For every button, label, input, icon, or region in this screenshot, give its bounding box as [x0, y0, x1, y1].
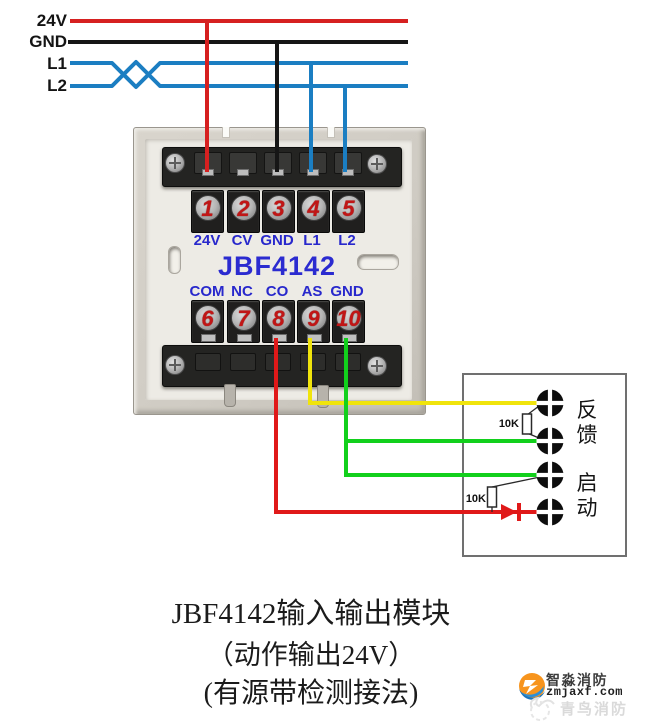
- screw-top-left: [165, 153, 185, 173]
- caption-subtitle-1: （动作输出24V）: [206, 640, 416, 670]
- terminal-label-nc: NC: [231, 283, 253, 300]
- terminal-label-cv: CV: [231, 232, 253, 249]
- terminal-number: 3: [272, 196, 285, 221]
- terminal-label-com: COM: [189, 283, 225, 300]
- terminal-contact: [237, 334, 252, 342]
- terminal-label-co: CO: [265, 283, 289, 300]
- bus-label-l1: L1: [47, 54, 67, 73]
- module-model-text: JBF4142: [217, 251, 337, 281]
- brand-site: zmjaxf.com: [546, 685, 624, 699]
- terminal-label-l1: L1: [303, 232, 321, 249]
- terminal-number: 2: [237, 196, 250, 221]
- terminal-screw: [301, 195, 327, 221]
- top-connector-pin-3: [272, 169, 284, 176]
- terminal-screw: [195, 195, 221, 221]
- terminal-contact: [342, 334, 357, 342]
- terminal-number: 1: [201, 196, 214, 221]
- terminal-block-7: 7: [227, 300, 260, 343]
- bottom-connector-slot-3: [265, 353, 291, 371]
- plate-clip-left: [224, 384, 236, 407]
- terminal-screw: [336, 195, 362, 221]
- top-connector-pin-5: [342, 169, 354, 176]
- terminal-block-2: 2: [227, 190, 260, 233]
- terminal-label-as: AS: [301, 283, 323, 300]
- terminal-block-1: 1: [191, 190, 224, 233]
- caption-title: JBF4142输入输出模块: [171, 598, 451, 630]
- terminal-block-3: 3: [262, 190, 295, 233]
- terminal-screw: [231, 305, 257, 331]
- bottom-connector-slot-1: [195, 353, 221, 371]
- brand-name: 智淼消防: [546, 672, 608, 688]
- terminal-screw: [195, 305, 221, 331]
- bus-wire-l2: [70, 60, 408, 88]
- terminal-block-4: 4: [297, 190, 330, 233]
- detection-circuit-box: [462, 373, 627, 557]
- feedback-label: 反馈: [576, 399, 598, 447]
- terminal-block-8: 8: [262, 300, 295, 343]
- watermark-text: 青鸟消防: [560, 701, 629, 718]
- bottom-connector-slot-5: [335, 353, 361, 371]
- screw-top-right: [367, 154, 387, 174]
- terminal-number: 8: [272, 306, 285, 331]
- screw-bottom-left: [165, 355, 185, 375]
- terminal-label-24v: 24V: [193, 232, 221, 249]
- plate-notch-right: [327, 127, 335, 138]
- terminal-number: 6: [201, 306, 214, 331]
- bus-label-l2: L2: [47, 76, 67, 95]
- caption-subtitle-2: (有源带检测接法): [203, 678, 419, 709]
- terminal-screw: [301, 305, 327, 331]
- top-connector-pin-4: [307, 169, 319, 176]
- top-connector-pin-1: [202, 169, 214, 176]
- terminal-block-6: 6: [191, 300, 224, 343]
- terminal-contact: [272, 334, 287, 342]
- screw-bottom-right: [367, 356, 387, 376]
- bus-label-gnd: GND: [29, 32, 67, 51]
- watermark-bird-icon: [529, 696, 555, 721]
- terminal-number: 5: [342, 196, 355, 221]
- plate-clip-right: [317, 385, 329, 408]
- terminal-label-l2: L2: [338, 232, 356, 249]
- terminal-number: 10: [336, 306, 361, 331]
- terminal-number: 9: [307, 306, 320, 331]
- bottom-connector-slot-2: [230, 353, 256, 371]
- plate-mounting-slot-right: [357, 254, 399, 270]
- terminal-contact: [201, 334, 216, 342]
- terminal-block-5: 5: [332, 190, 365, 233]
- terminal-number: 7: [237, 306, 250, 331]
- bus-wire-l1: [70, 61, 408, 89]
- bottom-connector-slot-4: [300, 353, 326, 371]
- terminal-screw: [266, 305, 292, 331]
- terminal-block-9: 9: [297, 300, 330, 343]
- terminal-number: 4: [307, 196, 320, 221]
- terminal-contact: [307, 334, 322, 342]
- plate-notch-left: [222, 127, 230, 138]
- terminal-screw: [231, 195, 257, 221]
- terminal-screw: [266, 195, 292, 221]
- terminal-label-gnd: GND: [260, 232, 294, 249]
- terminal-screw: [336, 305, 362, 331]
- terminal-block-10: 10: [332, 300, 365, 343]
- bus-label-24v: 24V: [36, 11, 67, 30]
- top-connector-pin-2: [237, 169, 249, 176]
- plate-mounting-slot-left: [168, 246, 181, 274]
- terminal-label-gnd2: GND: [330, 283, 364, 300]
- start-label: 启动: [576, 472, 598, 520]
